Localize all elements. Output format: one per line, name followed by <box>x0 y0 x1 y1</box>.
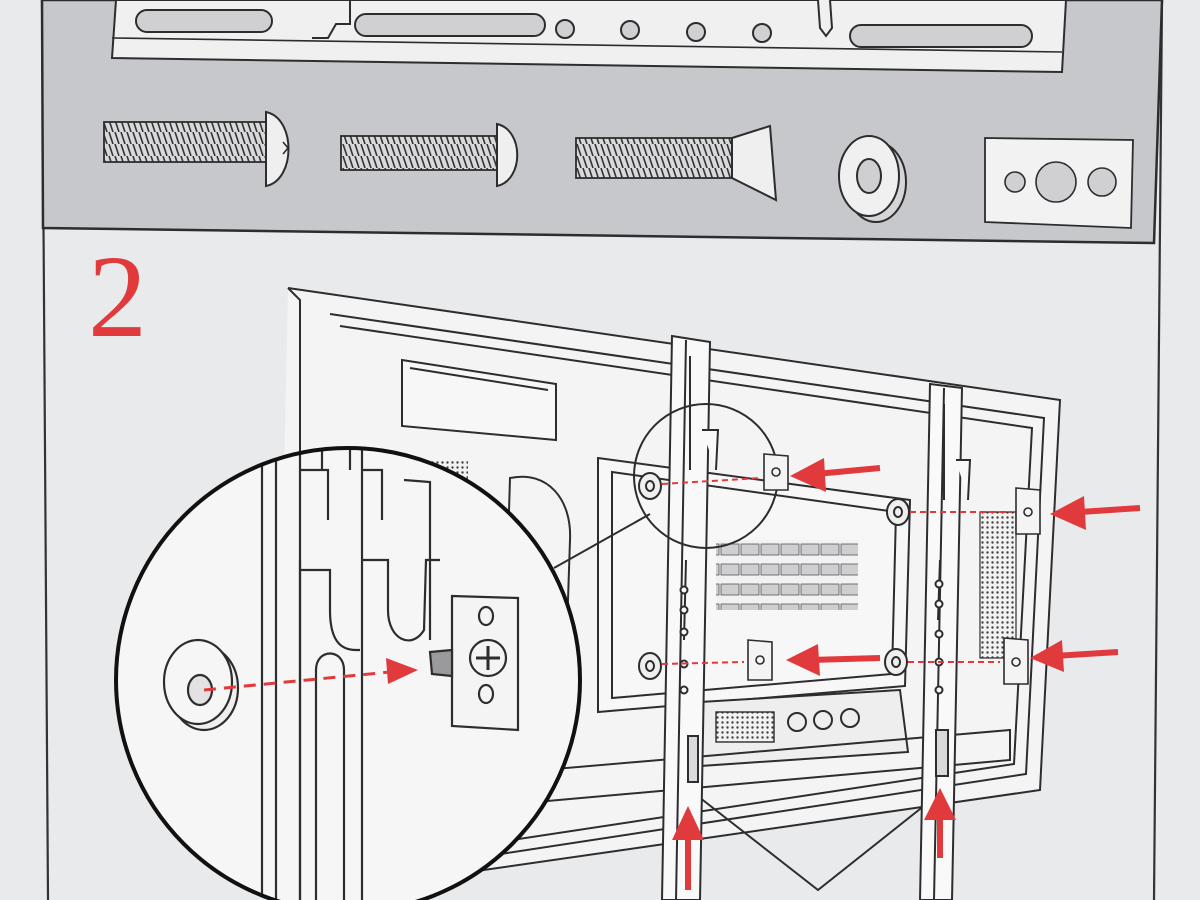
rail-bracket-part <box>110 0 1068 74</box>
countersunk-bolt-part <box>575 124 778 202</box>
red-arrow-bottom-left <box>786 644 881 676</box>
parts-panel <box>40 0 1164 245</box>
red-arrow-up-right <box>924 788 956 858</box>
magnified-detail <box>114 446 582 900</box>
bolt-plates <box>747 453 1041 685</box>
red-arrow-top-left <box>790 458 881 492</box>
red-assembly-guides <box>661 458 1141 890</box>
short-bolt-part <box>340 122 519 188</box>
step-number: 2 <box>88 231 147 362</box>
left-vertical-bracket <box>660 334 720 900</box>
center-vent-slots <box>716 540 858 610</box>
red-arrow-up-left <box>672 806 704 890</box>
long-bolt-part <box>103 110 290 188</box>
spacer-washer-part <box>838 135 907 223</box>
red-arrow-top-right <box>1050 496 1141 530</box>
label-plate <box>401 358 557 442</box>
adapter-plate-part <box>984 137 1134 229</box>
tv-mount-holes <box>638 472 910 680</box>
red-arrow-bottom-right <box>1030 640 1119 672</box>
vent-grille-right <box>979 511 1017 659</box>
